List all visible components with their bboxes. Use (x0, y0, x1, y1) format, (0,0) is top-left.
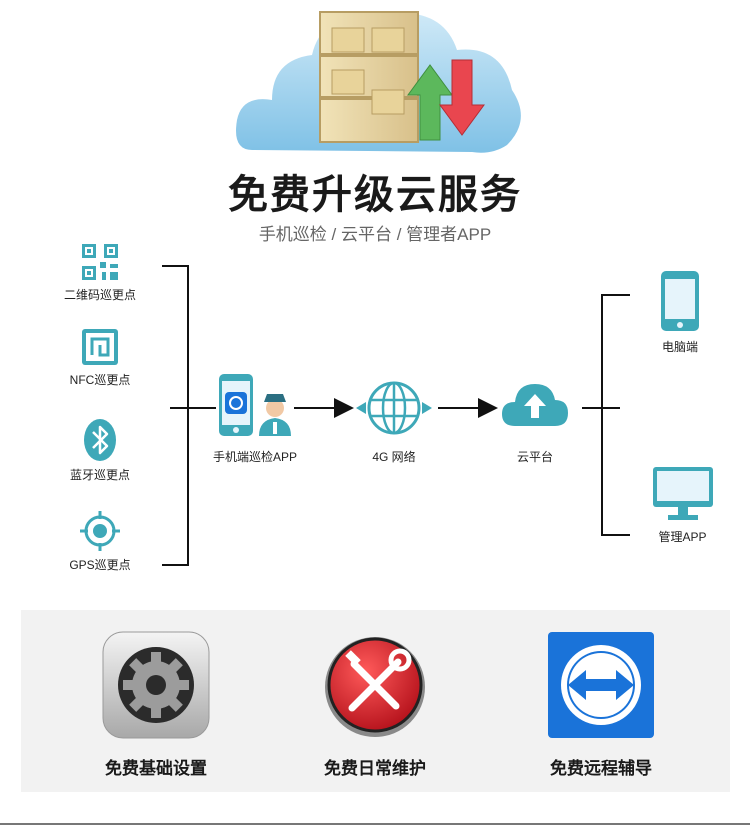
right-item-label: 管理APP (658, 530, 707, 544)
services-panel: 免费基础设置 免费日常维护 免费远程辅导 (21, 610, 730, 792)
page-title: 免费升级云服务 (228, 173, 522, 217)
nfc-icon (82, 329, 118, 365)
monitor-icon (652, 467, 713, 520)
app-label: 手机端巡检APP (212, 450, 297, 464)
mobile-app-icon (219, 374, 291, 436)
bluetooth-icon (84, 419, 116, 461)
left-item-label: 二维码巡更点 (63, 288, 136, 302)
left-item-bluetooth: 蓝牙巡更点 (40, 418, 160, 483)
feature-remote-guidance: 免费远程辅导 (501, 630, 701, 779)
page-subtitle: 手机巡检 / 云平台 / 管理者APP (258, 225, 492, 244)
feature-label: 免费日常维护 (324, 759, 426, 778)
cloud-label: 云平台 (516, 450, 553, 464)
feature-label: 免费远程辅导 (550, 759, 652, 778)
remote-arrows-icon (548, 632, 654, 738)
right-item-phone: 电脑端 (640, 270, 720, 355)
left-item-gps: GPS巡更点 (40, 510, 160, 573)
left-item-label: NFC巡更点 (69, 373, 131, 387)
tools-icon (325, 637, 425, 737)
right-item-monitor: 管理APP (645, 466, 720, 545)
globe-network-icon (356, 381, 432, 435)
connector-lines (162, 265, 630, 566)
feature-label: 免费基础设置 (105, 759, 207, 778)
phone-icon (661, 271, 699, 331)
left-item-label: GPS巡更点 (69, 558, 131, 572)
cloud-upload-icon (502, 384, 568, 426)
feature-daily-maintenance: 免费日常维护 (275, 630, 475, 779)
network-label: 4G 网络 (372, 450, 416, 464)
left-item-label: 蓝牙巡更点 (69, 468, 130, 482)
cloud-storage-illustration (236, 11, 521, 153)
feature-basic-setup: 免费基础设置 (56, 630, 256, 779)
qr-code-icon (82, 244, 118, 280)
left-item-qr: 二维码巡更点 (40, 242, 160, 303)
gear-icon (102, 631, 210, 739)
left-item-nfc: NFC巡更点 (40, 327, 160, 388)
bottom-divider (0, 823, 750, 825)
right-item-label: 电脑端 (661, 340, 698, 354)
gps-icon (80, 511, 120, 551)
